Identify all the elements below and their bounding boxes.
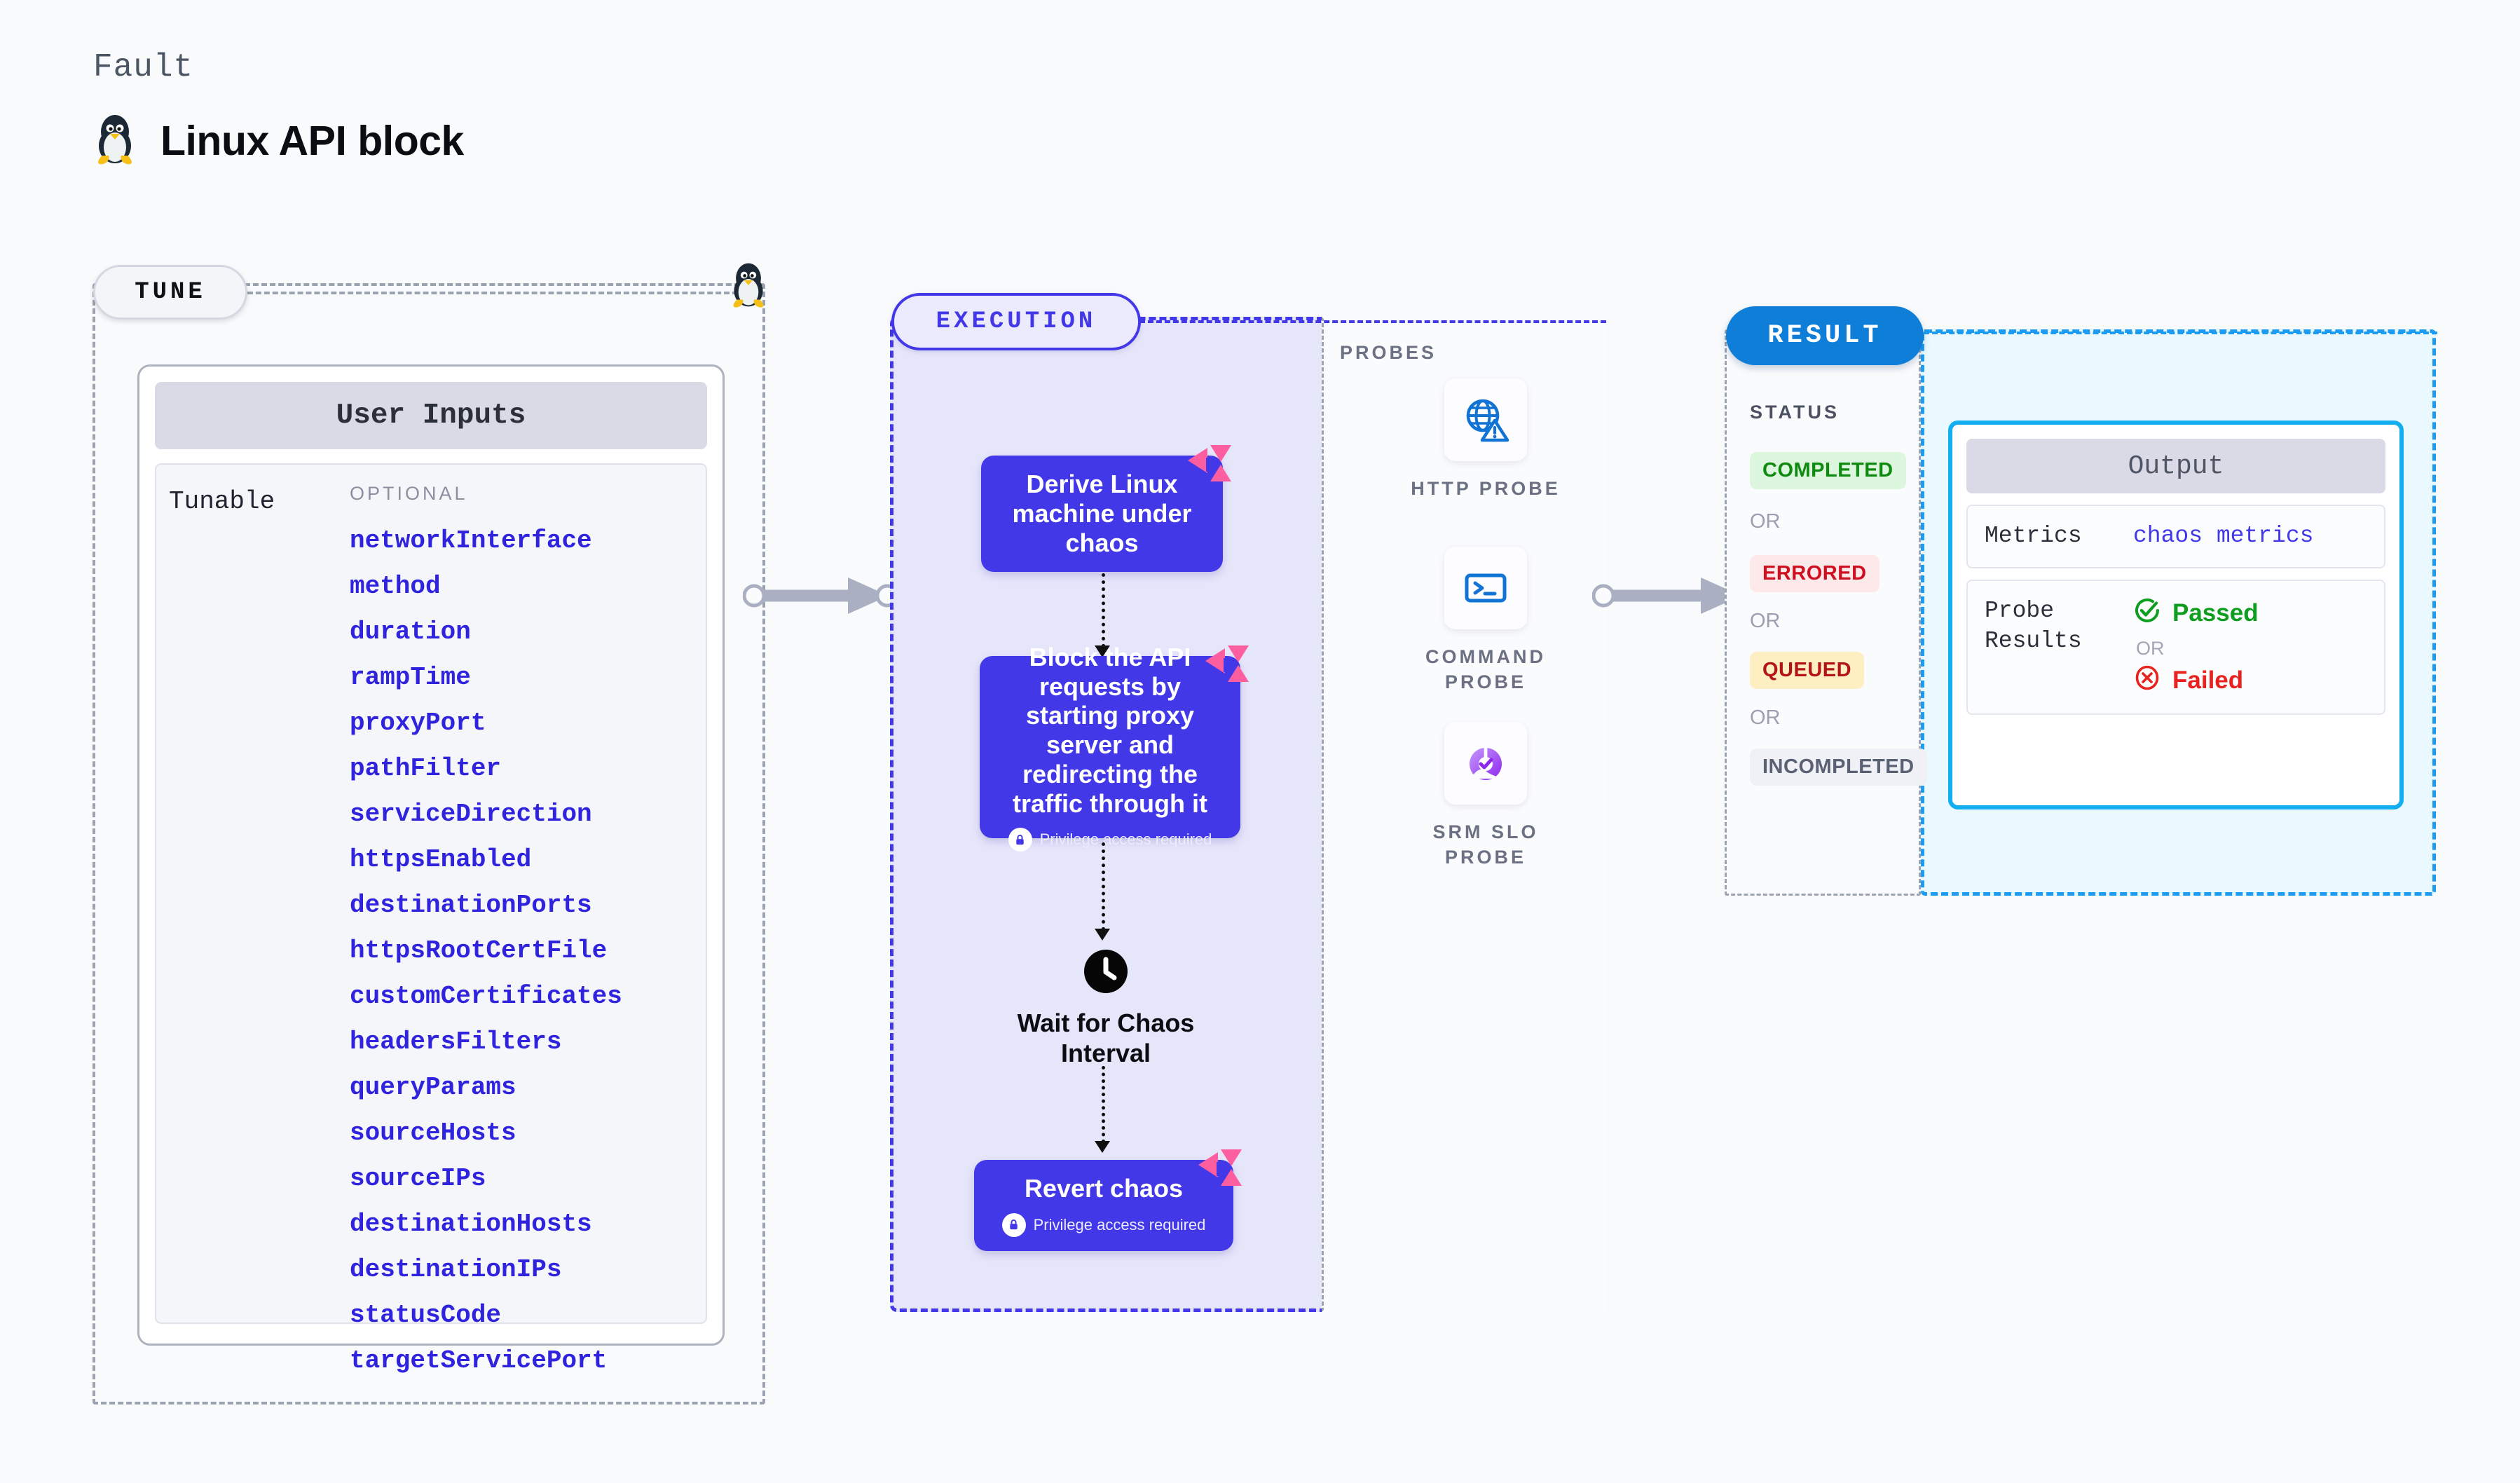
probe-result-passed: Passed	[2133, 596, 2259, 631]
execution-pill[interactable]: EXECUTION	[891, 293, 1141, 350]
step-connector-2	[1102, 842, 1105, 931]
tunable-item[interactable]: httpsRootCertFile	[350, 936, 608, 965]
status-badge-completed: COMPLETED	[1750, 452, 1906, 489]
tunable-list: networkInterface method duration rampTime pr…	[350, 528, 693, 1374]
tux-penguin-icon	[93, 112, 137, 169]
tunable-item[interactable]: statusCode	[350, 1301, 502, 1330]
output-metrics-key: Metrics	[1985, 523, 2082, 549]
tunable-item[interactable]: headersFilters	[350, 1027, 562, 1056]
tunable-item[interactable]: networkInterface	[350, 526, 592, 555]
status-title: STATUS	[1750, 402, 1840, 423]
execution-step-block[interactable]: Block the API requests by starting proxy…	[980, 643, 1249, 852]
tunable-item[interactable]: queryParams	[350, 1073, 516, 1102]
status-badge-incompleted: INCOMPLETED	[1750, 749, 1927, 786]
step-connector-3	[1102, 1066, 1105, 1143]
step-label: Block the API requests by starting proxy…	[1013, 642, 1207, 818]
status-or-3: OR	[1750, 706, 1781, 729]
probes-title: PROBES	[1340, 342, 1437, 363]
status-or-2: OR	[1750, 610, 1781, 632]
optional-label: OPTIONAL	[350, 483, 468, 504]
step-label: Wait for Chaos Interval	[1017, 1009, 1195, 1068]
slo-donut-check-icon	[1444, 722, 1527, 805]
page-title: Linux API block	[93, 112, 464, 169]
execution-leader-line	[1139, 320, 1606, 323]
tune-pill[interactable]: TUNE	[93, 265, 247, 320]
result-pill[interactable]: RESULT	[1726, 306, 1924, 365]
step-connector-1	[1102, 573, 1105, 648]
check-circle-icon	[2133, 596, 2161, 631]
tunable-item[interactable]: pathFilter	[350, 754, 502, 783]
output-probe-results-key: Probe Results	[1985, 597, 2082, 654]
tunable-label: Tunable	[169, 487, 275, 516]
step-label: Revert chaos	[1024, 1174, 1184, 1203]
litmus-flag-icon	[1204, 644, 1250, 685]
privilege-badge: Privilege access required	[1001, 1212, 1206, 1237]
step-label: Derive Linux machine under chaos	[1012, 470, 1192, 557]
tunable-item[interactable]: duration	[350, 617, 471, 646]
terminal-icon	[1444, 547, 1527, 629]
user-inputs-card: User Inputs Tunable OPTIONAL networkInte…	[137, 364, 725, 1374]
x-circle-icon	[2133, 664, 2161, 698]
tunable-item[interactable]: customCertificates	[350, 982, 622, 1011]
user-inputs-title: User Inputs	[155, 382, 707, 449]
status-or-1: OR	[1750, 510, 1781, 533]
status-region	[1725, 329, 1921, 896]
globe-warning-icon	[1444, 378, 1527, 461]
page-title-text: Linux API block	[160, 117, 464, 164]
status-badge-errored: ERRORED	[1750, 555, 1879, 592]
probe-http[interactable]: HTTP PROBE	[1398, 378, 1573, 502]
step-arrow-1	[1095, 645, 1110, 657]
tunable-item[interactable]: sourceHosts	[350, 1119, 516, 1147]
output-title: Output	[1966, 439, 2385, 493]
litmus-flag-icon	[1186, 444, 1233, 484]
lock-icon	[1008, 828, 1032, 852]
connector-tune-to-execution	[743, 578, 899, 614]
probes-region	[1322, 317, 1606, 1312]
clock-icon	[1084, 950, 1128, 996]
step-arrow-3	[1095, 1141, 1110, 1153]
step-arrow-2	[1095, 929, 1110, 941]
privilege-badge: Privilege access required	[1008, 828, 1212, 852]
tunable-item[interactable]: proxyPort	[350, 709, 486, 737]
output-probe-results-row: Probe Results Passed OR	[1966, 579, 2385, 715]
output-card: Output Metrics chaos metrics Probe Resul…	[1948, 421, 2404, 809]
result-leader-line	[1924, 332, 2437, 334]
probe-label: SRM SLO PROBE	[1432, 821, 1539, 868]
tunable-item[interactable]: method	[350, 572, 441, 601]
probe-result-or: OR	[2136, 637, 2165, 659]
probe-result-failed: Failed	[2133, 664, 2259, 698]
output-metrics-row: Metrics chaos metrics	[1966, 505, 2385, 568]
tunable-item[interactable]: httpsEnabled	[350, 845, 532, 874]
tunable-item[interactable]: serviceDirection	[350, 800, 592, 828]
lock-icon	[1001, 1212, 1026, 1237]
tux-marker-icon	[729, 261, 768, 312]
tunable-item[interactable]: sourceIPs	[350, 1164, 486, 1193]
tune-leader-line	[247, 292, 738, 294]
execution-step-derive[interactable]: Derive Linux machine under chaos	[981, 445, 1231, 572]
probe-result-passed-label: Passed	[2172, 599, 2259, 627]
tunable-item[interactable]: destinationIPs	[350, 1255, 562, 1284]
tunable-item[interactable]: destinationHosts	[350, 1210, 592, 1238]
probe-srm-slo[interactable]: SRM SLO PROBE	[1398, 722, 1573, 870]
execution-step-wait[interactable]: Wait for Chaos Interval	[980, 950, 1232, 1068]
probe-command[interactable]: COMMAND PROBE	[1398, 547, 1573, 695]
output-metrics-value[interactable]: chaos metrics	[2133, 523, 2314, 549]
litmus-flag-icon	[1197, 1148, 1243, 1189]
privilege-text: Privilege access required	[1033, 1216, 1206, 1234]
tune-region	[93, 283, 765, 1405]
execution-step-revert[interactable]: Revert chaos Privilege access required	[974, 1149, 1242, 1251]
tunable-item[interactable]: rampTime	[350, 663, 471, 692]
probe-label: HTTP PROBE	[1411, 478, 1561, 499]
tunable-box: Tunable OPTIONAL networkInterface method d…	[155, 463, 707, 1374]
status-badge-queued: QUEUED	[1750, 652, 1865, 689]
privilege-text: Privilege access required	[1039, 831, 1212, 849]
probe-result-failed-label: Failed	[2172, 667, 2244, 695]
tunable-item[interactable]: destinationPorts	[350, 891, 592, 920]
probe-label: COMMAND PROBE	[1425, 646, 1546, 692]
fault-kicker: Fault	[93, 49, 194, 86]
tunable-item[interactable]: targetServicePort	[350, 1346, 608, 1375]
